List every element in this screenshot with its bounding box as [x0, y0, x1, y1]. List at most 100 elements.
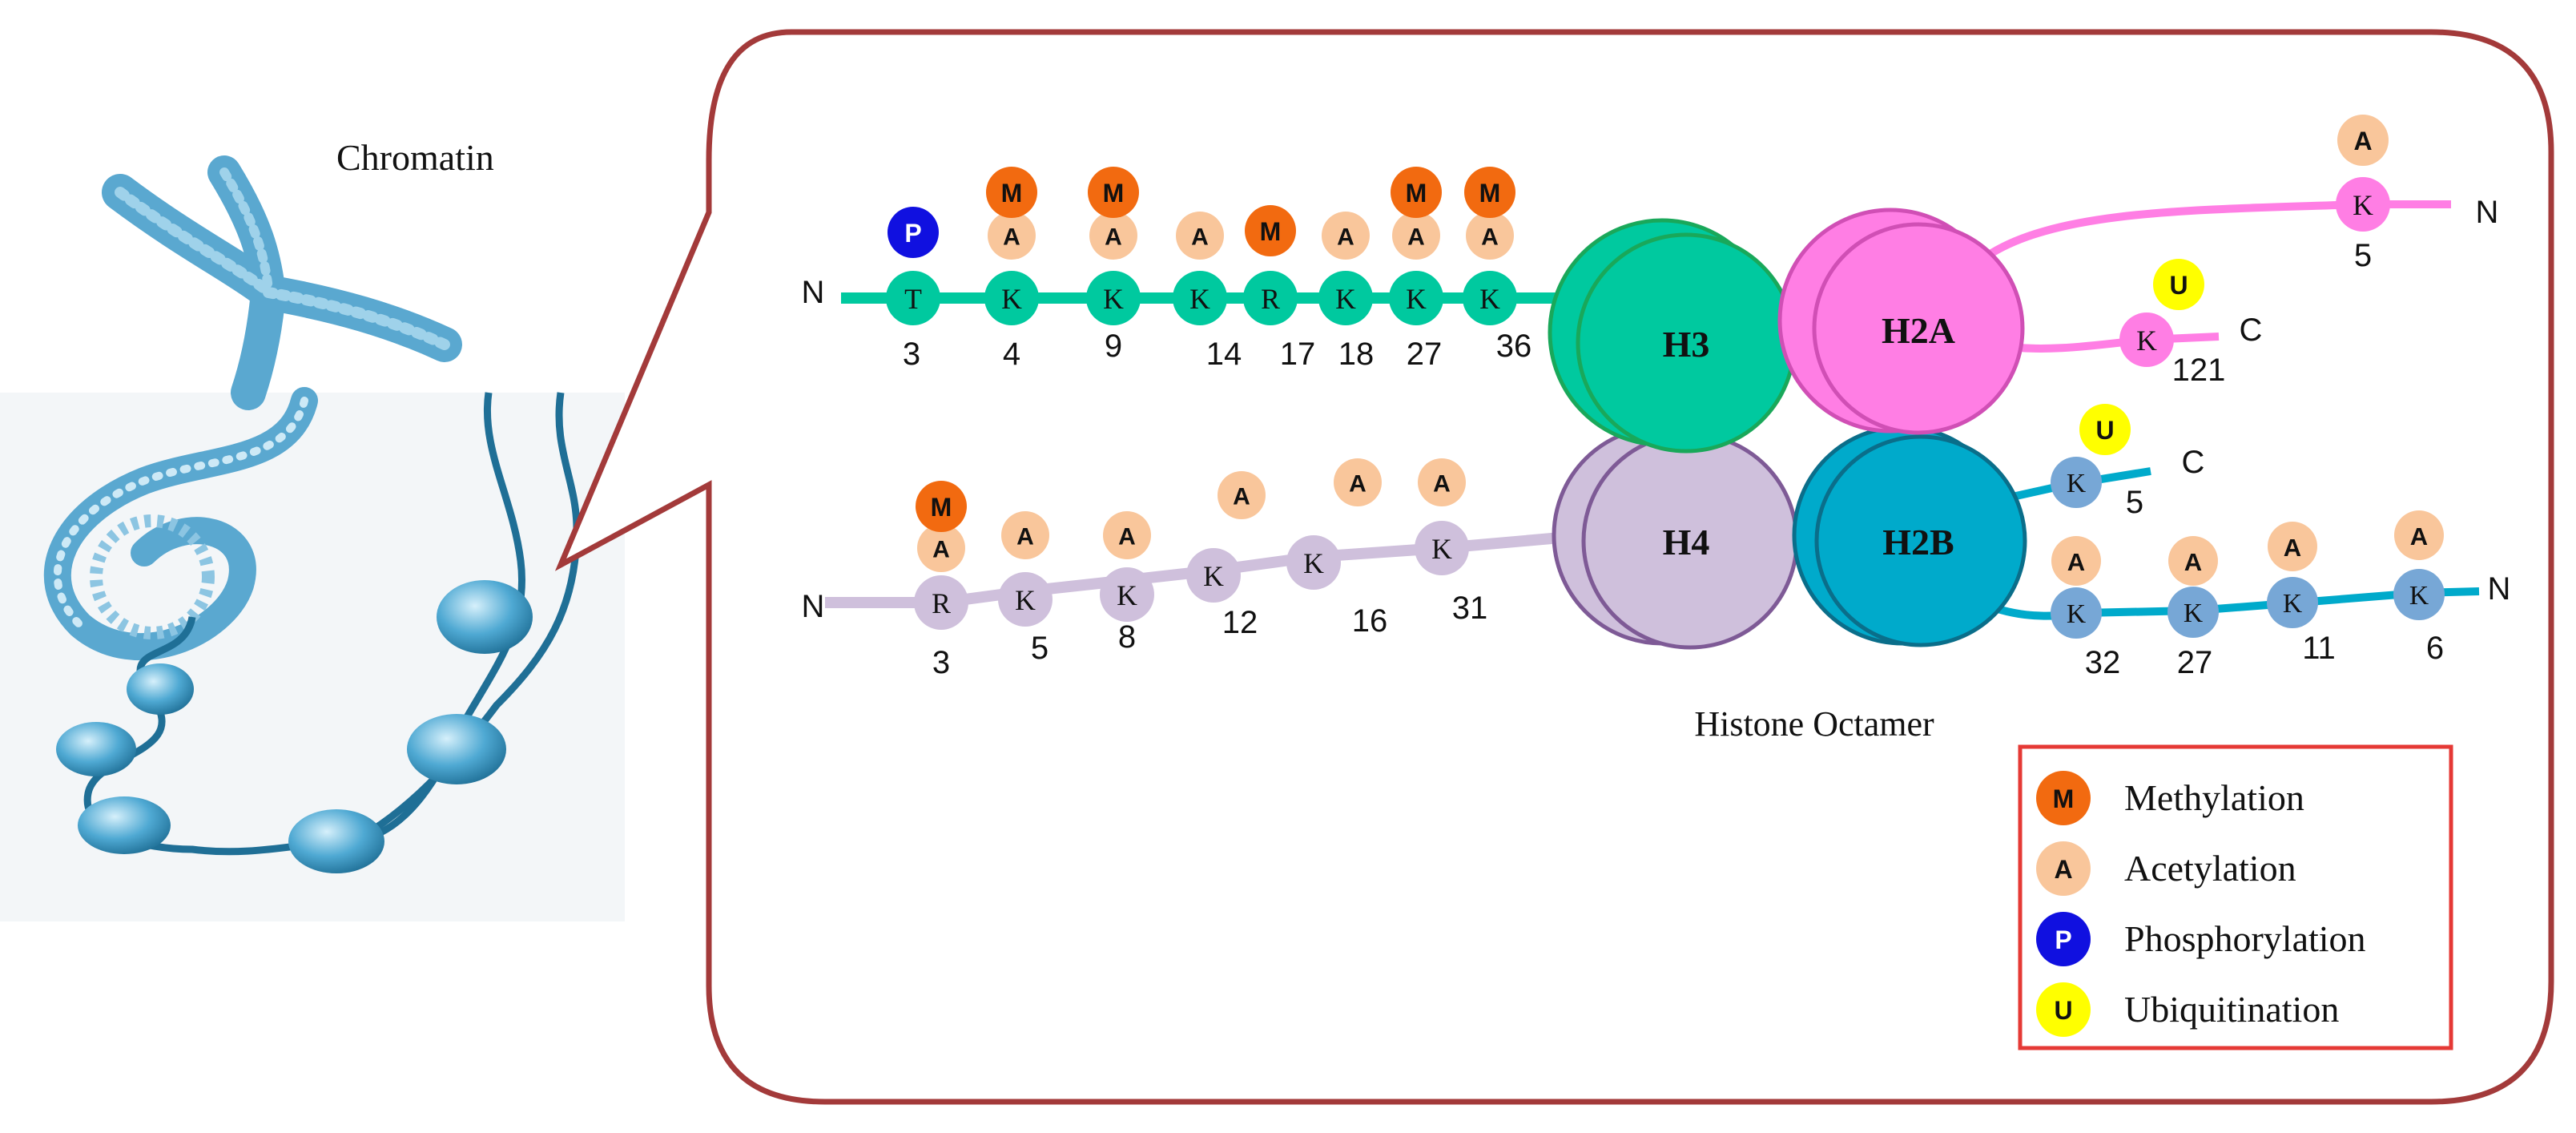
- h4-residue-31-node: [1415, 521, 1469, 575]
- h4-residue-3-position: 3: [932, 645, 950, 680]
- h4-residue-31-position: 31: [1452, 591, 1488, 626]
- chromosome-icon: [102, 155, 462, 410]
- h4-residue-8-amino-acid: K: [1117, 579, 1137, 611]
- h4-8-acetylation-badge: A: [1103, 511, 1151, 559]
- h3-residue-18-node: [1318, 271, 1373, 325]
- h2b-residue-n-27: K27: [2167, 587, 2219, 680]
- ubiquitination-mark-letter: U: [2169, 271, 2188, 300]
- phosphorylation-mark-letter: P: [904, 219, 921, 248]
- h2b-residue-c-5-position: 5: [2126, 485, 2143, 520]
- h3-36-acetylation-badge: A: [1466, 212, 1514, 260]
- h3-residue-18: K18: [1318, 271, 1374, 372]
- h3-residue-17-node: [1243, 271, 1298, 325]
- h2a-n-terminus-label: N: [2476, 195, 2499, 230]
- methylation-mark: [916, 481, 967, 532]
- h4-residue-5: K5: [998, 572, 1053, 666]
- h3-residue-9-node: [1086, 271, 1141, 325]
- h4-n-terminus-label: N: [802, 589, 825, 624]
- h3-18-acetylation-badge: A: [1322, 212, 1370, 260]
- h2a-5-acetylation-badge: A: [2337, 115, 2389, 166]
- acetylation-mark: [2394, 510, 2444, 560]
- h3-27-methylation-badge: M: [1391, 167, 1442, 218]
- h4-3-methylation-badge: M: [916, 481, 967, 532]
- legend-box: [2018, 744, 2453, 1050]
- h4-residue-31-amino-acid: K: [1431, 533, 1452, 565]
- acetylation-mark: [1322, 212, 1370, 260]
- h3-n-terminus-label: N: [802, 275, 825, 310]
- acetylation-mark-letter: A: [2067, 548, 2085, 576]
- methylation-mark-letter: M: [1260, 217, 1282, 246]
- h4-residue-3: R3: [914, 575, 968, 680]
- h4-31-acetylation-badge: A: [1418, 458, 1466, 506]
- h3-residue-36-node: [1463, 271, 1517, 325]
- h4-residue-16-node: [1286, 535, 1341, 590]
- methylation-mark: [1391, 167, 1442, 218]
- acetylation-mark: [1103, 511, 1151, 559]
- h4-residue-5-node: [998, 572, 1053, 627]
- h4-residue-12-node: [1186, 548, 1241, 603]
- h3-residue-14-position: 14: [1206, 337, 1242, 372]
- h2b-residue-n-27-node: [2167, 587, 2219, 638]
- chromatin-fiber: [43, 387, 318, 660]
- h3-residue-36: K36: [1463, 271, 1532, 364]
- acetylation-mark-letter: A: [2410, 522, 2428, 550]
- acetylation-mark-letter: A: [1349, 470, 1366, 497]
- ubiquitination-mark-letter: U: [2095, 416, 2114, 445]
- h3-9-methylation-badge: M: [1088, 167, 1139, 218]
- h3-residue-9-amino-acid: K: [1103, 283, 1124, 315]
- h2a-residue-121-position: 121: [2172, 353, 2226, 388]
- legend-label: Acetylation: [2124, 848, 2296, 889]
- acetylation-mark-letter: A: [1118, 523, 1136, 550]
- h3-9-acetylation-badge: A: [1089, 212, 1137, 260]
- methylation-mark-letter: M: [1479, 179, 1501, 208]
- h4-3-acetylation-badge: A: [917, 524, 965, 572]
- h3-label: H3: [1663, 324, 1710, 365]
- acetylation-mark: [2337, 115, 2389, 166]
- h2a-residue-121-amino-acid: K: [2136, 325, 2157, 357]
- acetylation-mark-letter: A: [2353, 127, 2372, 155]
- beads-on-string: [56, 392, 581, 873]
- h2b-residue-n-6: K6: [2393, 569, 2445, 666]
- h3-residue-4-amino-acid: K: [1001, 283, 1022, 315]
- h4-residue-16-amino-acid: K: [1303, 547, 1324, 579]
- h3-3-phosphorylation-badge: P: [888, 207, 939, 258]
- acetylation-mark: [1334, 458, 1382, 506]
- h2a-121-ubiquitination-badge: U: [2153, 259, 2204, 310]
- h2b-residue-n-27-position: 27: [2177, 645, 2213, 680]
- legend-label: Methylation: [2124, 777, 2304, 818]
- legend-ubiquitination-swatch: [2036, 982, 2091, 1037]
- h3-residue-36-amino-acid: K: [1479, 283, 1500, 315]
- h3-residue-17-position: 17: [1280, 337, 1316, 372]
- acetylation-mark-letter: A: [1191, 224, 1209, 250]
- chromatin-label: Chromatin: [336, 137, 494, 178]
- acetylation-mark-letter: A: [1233, 483, 1250, 510]
- h4-residue-3-amino-acid: R: [932, 587, 951, 619]
- h2b-residue-c-5-node: [2051, 457, 2102, 508]
- chromatin-illustration: [0, 155, 625, 921]
- methylation-mark: [986, 167, 1037, 218]
- h3-residue-17: R17: [1243, 271, 1315, 372]
- h3-residue-4-position: 4: [1003, 337, 1020, 372]
- ubiquitination-mark: [2079, 404, 2131, 455]
- h4-residue-5-amino-acid: K: [1015, 584, 1036, 616]
- acetylation-mark: [2168, 536, 2218, 586]
- h3-residue-3: T3: [886, 271, 940, 372]
- h2a-core: [1812, 222, 2025, 435]
- h3-residue-17-amino-acid: R: [1261, 283, 1280, 315]
- histone-octamer-label: Histone Octamer: [1694, 704, 1934, 744]
- h2b-residue-n-11-node: [2267, 577, 2318, 628]
- acetylation-mark-letter: A: [1337, 224, 1354, 250]
- h2b-label: H2B: [1882, 522, 1954, 562]
- h3-residue-14-amino-acid: K: [1189, 283, 1210, 315]
- h4-residue-8-position: 8: [1118, 619, 1136, 655]
- h2b-residue-c-5-amino-acid: K: [2067, 469, 2086, 498]
- h3-residue-27: K27: [1389, 271, 1443, 372]
- h2b-residue-n-32: K32: [2051, 587, 2120, 680]
- h4-residue-16: K16: [1286, 535, 1387, 639]
- h2b-residue-n-32-position: 32: [2085, 645, 2121, 680]
- h3-14-acetylation-badge: A: [1176, 212, 1224, 260]
- methylation-mark: [1245, 205, 1296, 256]
